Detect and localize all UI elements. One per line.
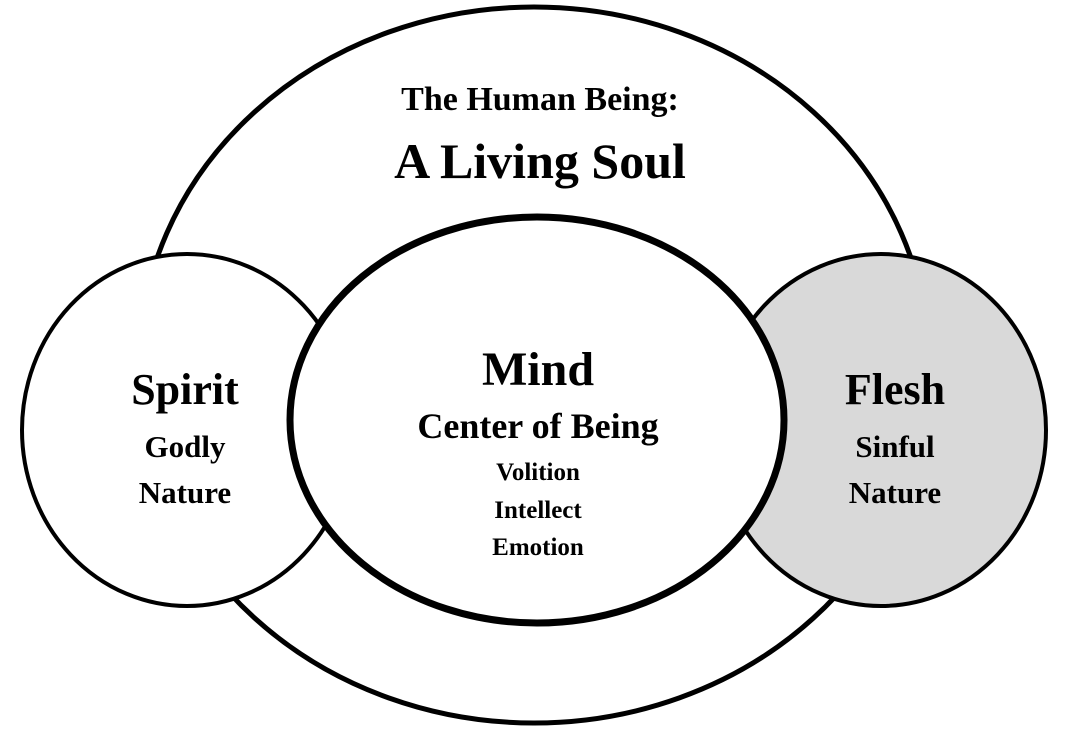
mind-item-volition: Volition <box>496 459 580 486</box>
spirit-label-line1: Godly <box>145 429 226 464</box>
flesh-label-line2: Nature <box>849 475 941 510</box>
spirit-heading: Spirit <box>131 365 239 414</box>
mind-subheading: Center of Being <box>417 406 658 446</box>
flesh-heading: Flesh <box>845 365 945 414</box>
mind-circle <box>286 213 788 627</box>
spirit-label-line2: Nature <box>139 475 231 510</box>
mind-item-intellect: Intellect <box>494 497 582 524</box>
mind-item-emotion: Emotion <box>492 534 584 561</box>
flesh-label-line1: Sinful <box>855 429 935 464</box>
diagram-subtitle: A Living Soul <box>394 133 686 189</box>
mind-heading: Mind <box>482 343 594 396</box>
diagram-title: The Human Being: <box>401 81 679 118</box>
